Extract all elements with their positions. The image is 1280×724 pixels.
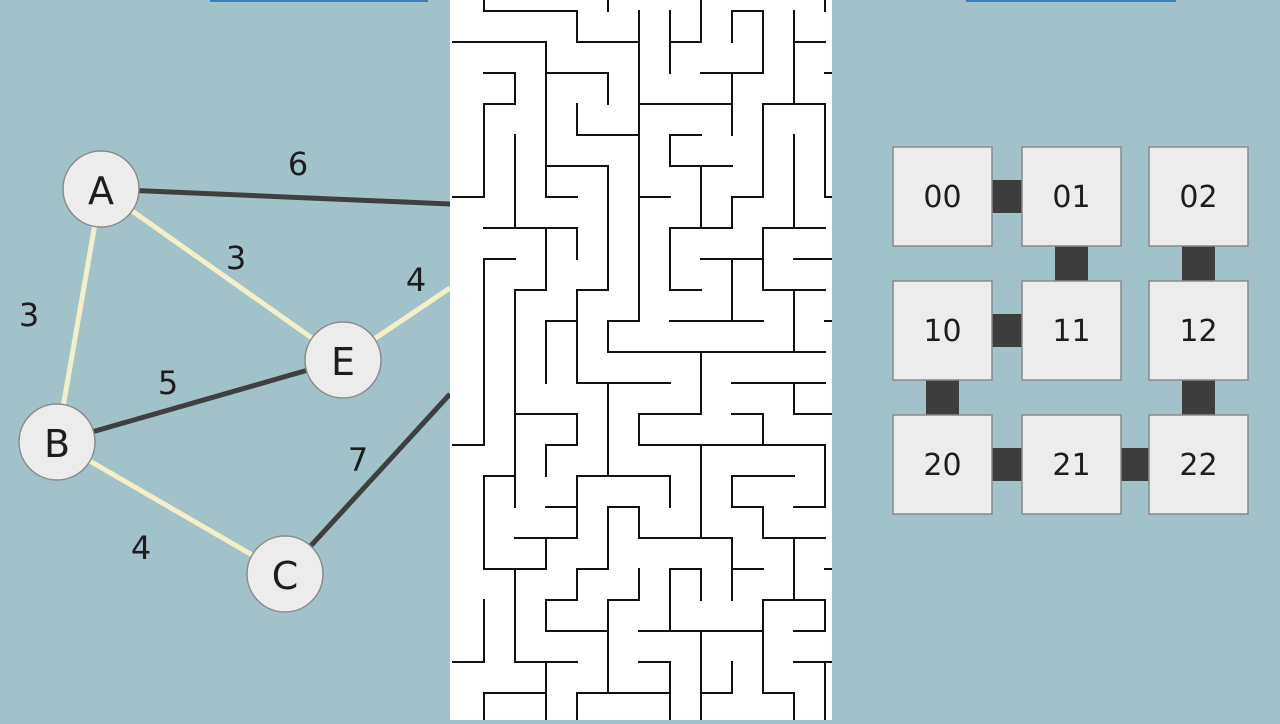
connector-01-11 (1055, 246, 1088, 281)
connector-10-20 (926, 380, 959, 415)
grid-cell-22: 22 (1148, 414, 1249, 515)
grid-connectors (926, 180, 1215, 481)
node-circle (62, 150, 140, 228)
node-circle (304, 321, 382, 399)
grid-cell-11: 11 (1021, 280, 1122, 381)
edge-b-c (55, 439, 287, 577)
node-circle (18, 403, 96, 481)
cell-box (892, 146, 993, 247)
cell-box (1148, 414, 1249, 515)
node-circle (246, 535, 324, 613)
edge-weight-b-c: 4 (131, 529, 151, 567)
node-label: B (44, 422, 70, 466)
connector-20-21 (992, 448, 1022, 481)
node-label: A (88, 169, 114, 213)
cell-label: 00 (923, 180, 961, 215)
maze-diagram (450, 0, 832, 720)
edge-weight-a-offscreen: 6 (288, 145, 308, 183)
edge-weight-b-e: 5 (158, 364, 178, 402)
cell-label: 10 (923, 314, 961, 349)
maze-background (450, 0, 832, 720)
node-e: E (304, 321, 382, 399)
edge-weight-a-e: 3 (226, 239, 246, 277)
grid-panel-top-bar (966, 0, 1176, 2)
edge-a-e (99, 186, 345, 363)
graph-panel-top-bar (210, 0, 428, 2)
cell-label: 12 (1179, 314, 1217, 349)
graph-nodes: A B C E (18, 150, 382, 613)
maze-panel (450, 0, 832, 720)
edge-weight-a-b: 3 (19, 296, 39, 334)
grid-cell-01: 01 (1021, 146, 1122, 247)
grid-cell-10: 10 (892, 280, 993, 381)
cell-box (892, 280, 993, 381)
node-a: A (62, 150, 140, 228)
grid-cell-12: 12 (1148, 280, 1249, 381)
grid-cell-20: 20 (892, 414, 993, 515)
cell-box (892, 414, 993, 515)
cell-label: 20 (923, 448, 961, 483)
cell-box (1148, 146, 1249, 247)
maze-walls (452, 0, 832, 720)
graph-panel: 6 3 3 4 5 7 4 A B C E (0, 0, 452, 720)
edge-b-e (56, 357, 344, 445)
weighted-graph-diagram: 6 3 3 4 5 7 4 A B C E (18, 145, 452, 613)
connector-00-01 (992, 180, 1022, 213)
edge-c-offscreen (283, 392, 452, 576)
grid-cell-02: 02 (1148, 146, 1249, 247)
edge-a-b (54, 188, 104, 443)
edge-weight-e-offscreen: 4 (406, 261, 426, 299)
cell-box (1021, 280, 1122, 381)
connector-10-11 (992, 314, 1022, 347)
cell-label: 22 (1179, 448, 1217, 483)
cell-box (1021, 414, 1122, 515)
cell-label: 21 (1052, 448, 1090, 483)
connector-12-22 (1182, 380, 1215, 415)
cell-label: 01 (1052, 180, 1090, 215)
grid-cells: 00 01 02 10 11 12 20 21 22 (892, 146, 1249, 515)
cell-box (1021, 146, 1122, 247)
connector-02-12 (1182, 246, 1215, 281)
cell-label: 11 (1052, 314, 1090, 349)
graph-edges (54, 186, 452, 577)
edge-a-offscreen (100, 186, 451, 207)
cell-label: 02 (1179, 180, 1217, 215)
graph-edge-weights: 6 3 3 4 5 7 4 (19, 145, 426, 567)
grid-graph-diagram: 00 01 02 10 11 12 20 21 22 (892, 146, 1249, 515)
node-label: C (272, 554, 299, 598)
grid-cell-21: 21 (1021, 414, 1122, 515)
edge-weight-c-offscreen: 7 (348, 441, 368, 479)
cell-box (1148, 280, 1249, 381)
node-c: C (246, 535, 324, 613)
node-label: E (331, 340, 355, 384)
connector-21-22 (1121, 448, 1149, 481)
grid-panel: 00 01 02 10 11 12 20 21 22 (832, 0, 1280, 720)
grid-cell-00: 00 (892, 146, 993, 247)
node-b: B (18, 403, 96, 481)
